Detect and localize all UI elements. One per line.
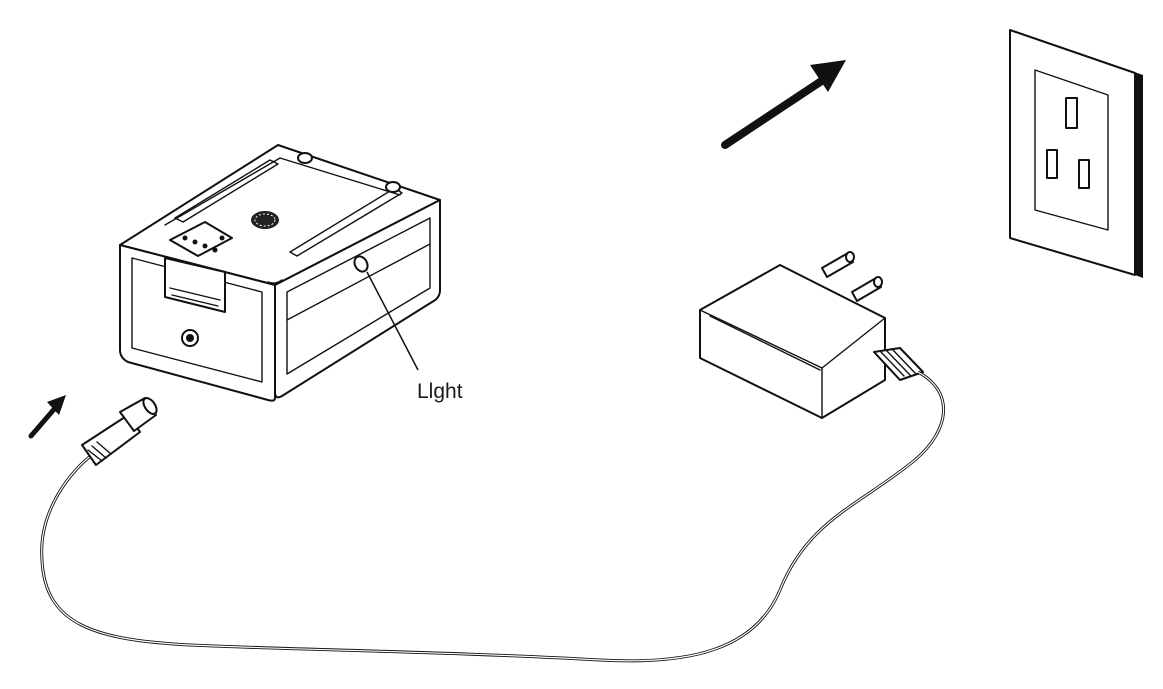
strain-relief [873, 347, 924, 381]
plug-pins [821, 251, 883, 302]
vent-icon [251, 211, 279, 229]
power-cable [40, 370, 945, 663]
arrow-up-right-icon [28, 395, 66, 439]
battery-contacts [169, 221, 233, 257]
indicator-light [353, 255, 369, 273]
arrow-up-right-icon [721, 60, 846, 149]
light-leader-line [366, 271, 419, 371]
dc-plug-icon [81, 397, 158, 466]
power-adapter-icon [699, 251, 924, 419]
light-label: Llght [417, 380, 463, 403]
battery-pack-icon [119, 144, 441, 402]
wall-outlet-icon [1009, 29, 1143, 278]
